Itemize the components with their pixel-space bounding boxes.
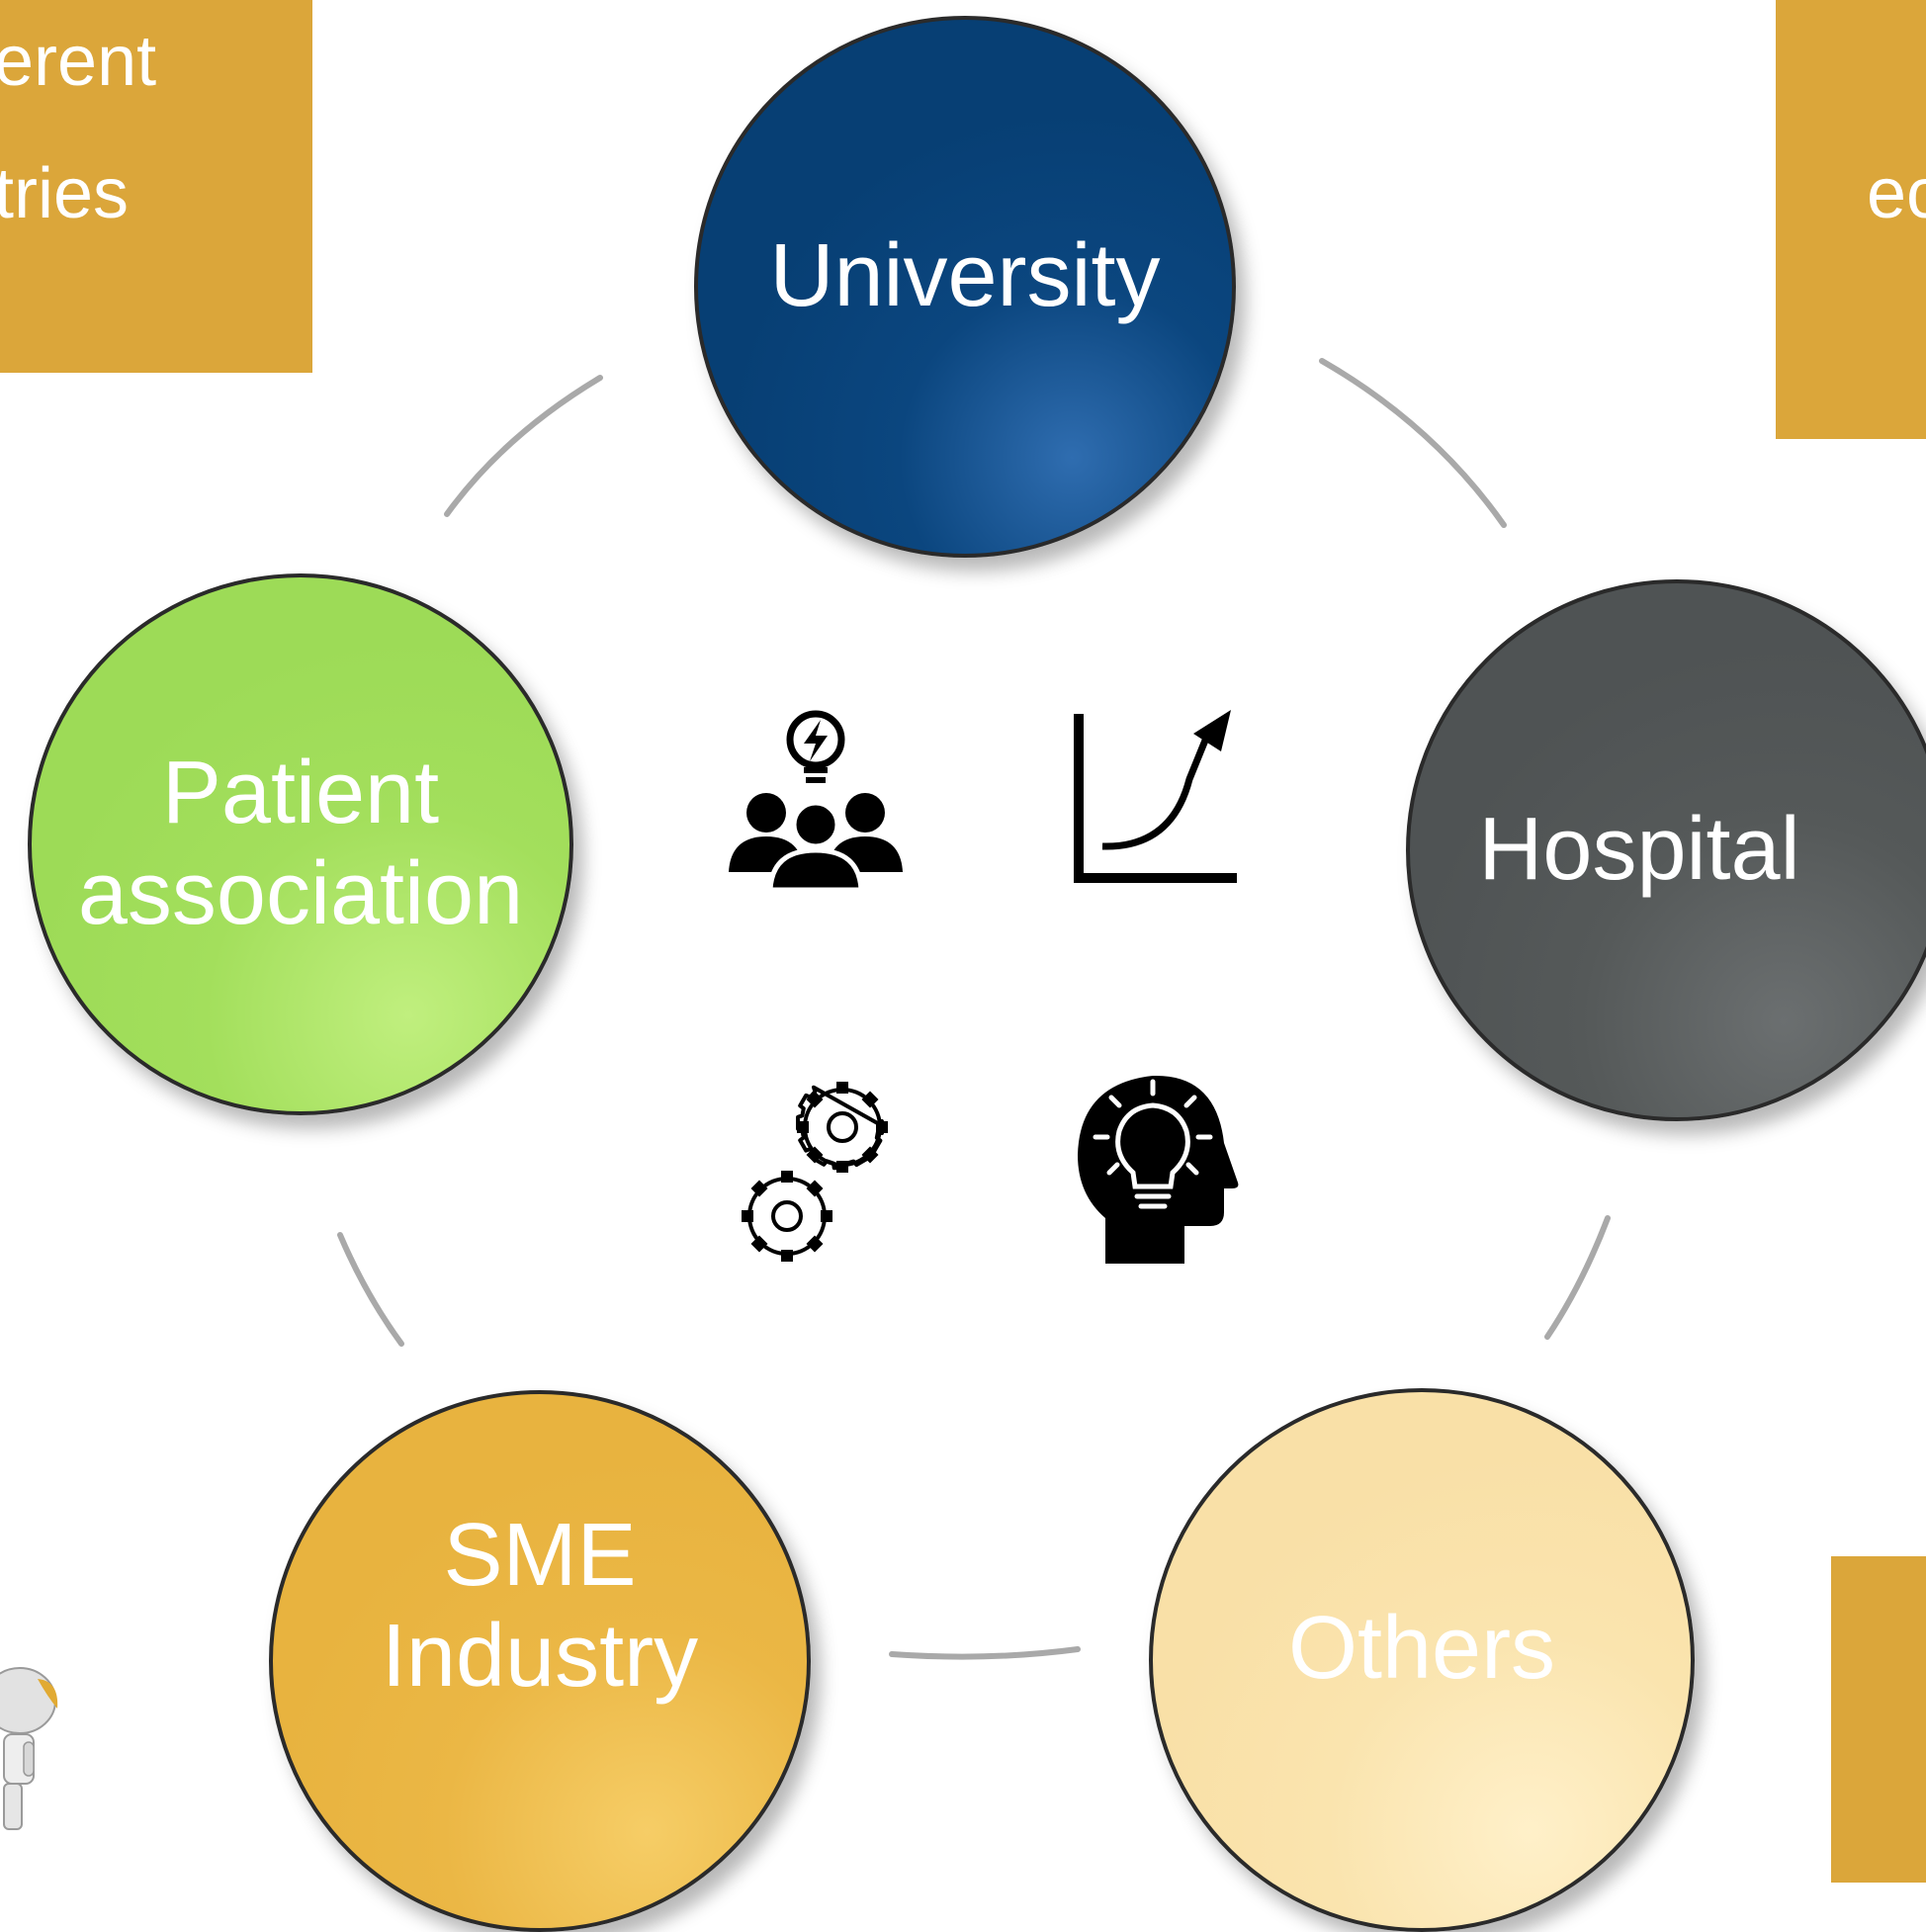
head-lightbulb-icon xyxy=(1078,1075,1239,1264)
patient-association-node: Patient association xyxy=(28,573,573,1115)
others-node: Others xyxy=(1149,1388,1695,1932)
robot-figure-icon xyxy=(0,1667,58,1830)
growth-chart-icon xyxy=(1074,710,1237,883)
sme-industry-line2: Industry xyxy=(381,1607,699,1706)
hospital-node: Hospital xyxy=(1406,579,1926,1121)
others-label: Others xyxy=(1287,1599,1556,1699)
university-label: University xyxy=(769,226,1161,326)
top-right-box-text: ec xyxy=(1867,154,1926,233)
university-node: University xyxy=(694,16,1236,558)
connector-university-patient xyxy=(444,375,603,517)
top-left-box-line2: tries xyxy=(0,154,130,233)
patient-association-line2: association xyxy=(77,844,524,943)
team-idea-icon xyxy=(729,710,903,890)
connector-others-sme xyxy=(889,1646,1081,1660)
connector-university-hospital xyxy=(1319,358,1507,528)
sme-industry-line1: SME xyxy=(443,1506,637,1606)
gears-icon xyxy=(742,1082,888,1262)
top-left-box-line1: erent xyxy=(0,22,157,101)
hospital-label: Hospital xyxy=(1478,800,1800,900)
connector-sme-patient xyxy=(337,1232,404,1347)
top-left-box: erent tries xyxy=(0,0,312,373)
connector-hospital-others xyxy=(1544,1215,1611,1340)
top-right-box: ec xyxy=(1776,0,1926,439)
patient-association-line1: Patient xyxy=(161,744,440,843)
bottom-right-box xyxy=(1831,1556,1926,1883)
sme-industry-node: SME Industry xyxy=(269,1390,811,1932)
